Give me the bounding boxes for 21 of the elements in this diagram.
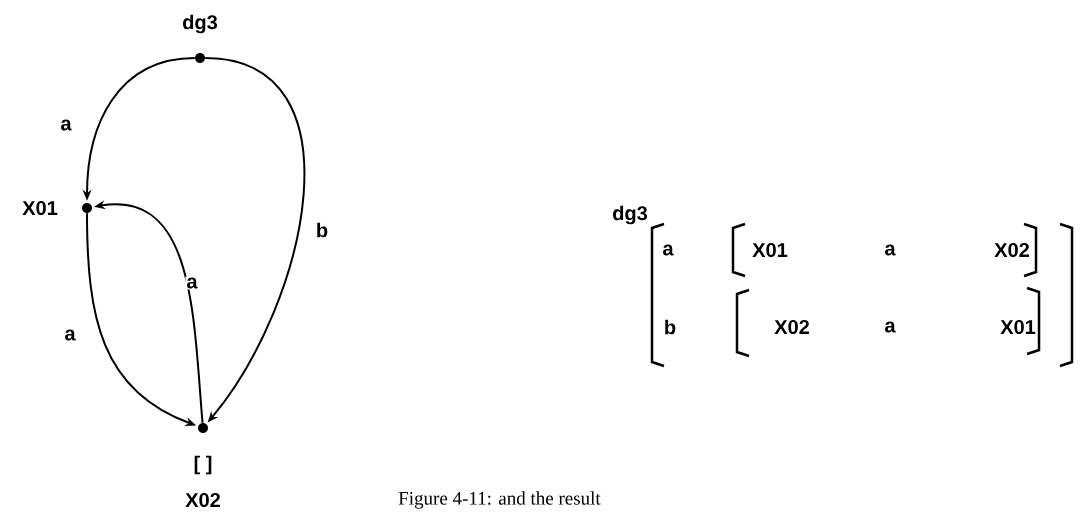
matrix-entry: dg3: [613, 205, 648, 225]
edge-label: a: [59, 118, 73, 132]
node-label: dg3: [183, 14, 218, 34]
edge-label: a: [185, 276, 199, 290]
edge-label: b: [314, 221, 330, 239]
graph-node: X01: [22, 200, 92, 216]
node-label: X01: [22, 200, 58, 216]
graph-node: [ ] X02: [185, 423, 220, 508]
matrix-entry: a: [663, 244, 674, 256]
edge-label: a: [63, 328, 77, 342]
node-label: [ ]: [194, 455, 212, 475]
matrix-entry: X01: [752, 242, 788, 258]
matrix-entry: a: [885, 244, 896, 256]
matrix-entry: X02: [774, 319, 809, 335]
matrix-entry: b: [665, 319, 676, 335]
graph-node: dg3: [183, 14, 218, 63]
matrix-entry: a: [885, 321, 896, 333]
node-label: X02: [185, 492, 220, 508]
matrix-entry: X01: [1000, 319, 1036, 335]
matrix-entry: X02: [994, 242, 1029, 258]
caption: Figure 4-11: and the result: [398, 491, 601, 509]
